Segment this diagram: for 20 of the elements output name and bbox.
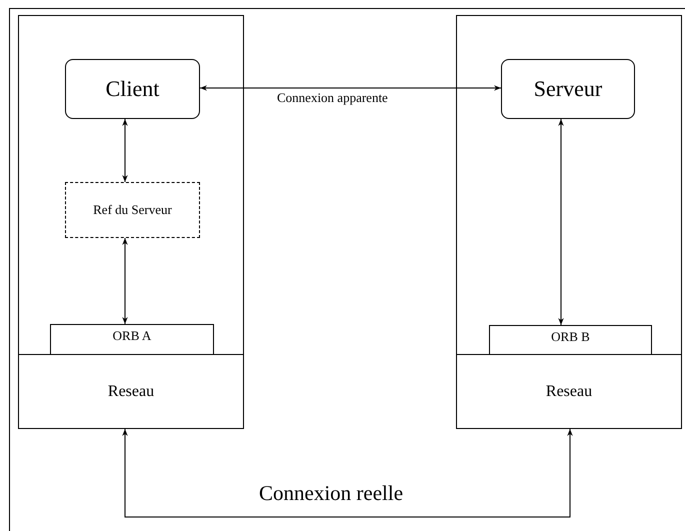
orb-box (50, 324, 214, 355)
double-arrow (122, 118, 128, 182)
node-label: ORB A (112, 328, 152, 344)
node-label: Ref du Serveur (93, 202, 172, 218)
node-title: Serveur (534, 76, 602, 102)
edge-label: Connexion apparente (275, 90, 390, 106)
double-arrow (558, 118, 564, 326)
orb-box (489, 325, 652, 355)
node-label: Reseau (546, 382, 592, 400)
double-arrow (122, 428, 573, 518)
reference-box (65, 182, 200, 238)
machine-box (18, 15, 244, 429)
node-label: ORB B (551, 329, 590, 345)
node-title: Client (106, 76, 160, 102)
client-box (65, 59, 200, 119)
double-arrow (200, 85, 502, 91)
node-label: Reseau (108, 382, 154, 400)
server-box (501, 59, 635, 119)
double-arrow (122, 238, 128, 324)
machine-box (456, 15, 682, 429)
